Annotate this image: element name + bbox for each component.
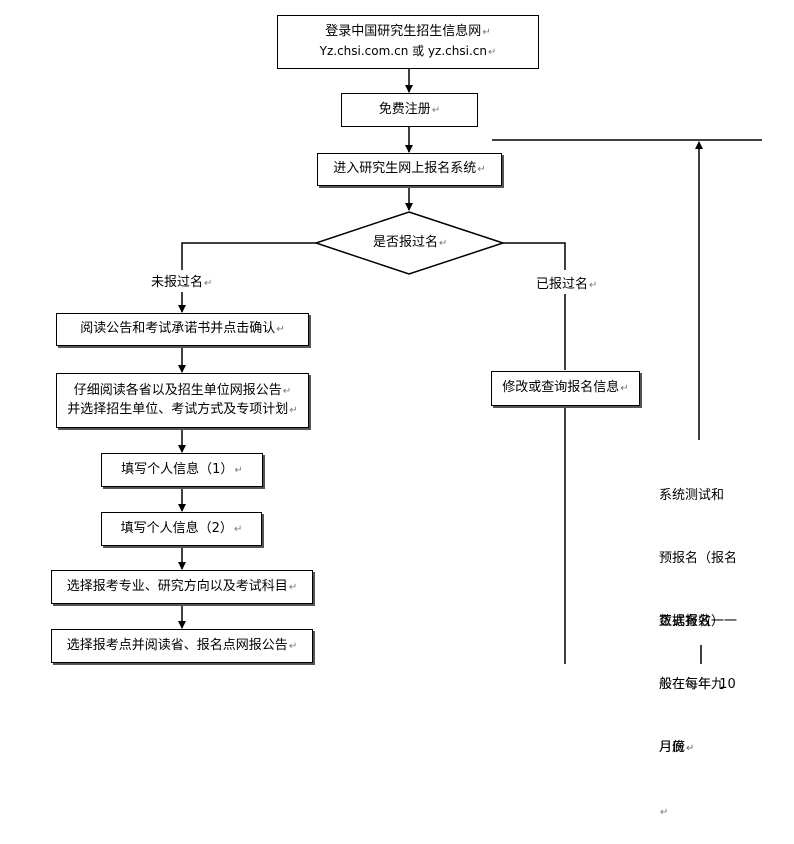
paragraph-mark-icon: ↵ [204,278,213,289]
fill-info-1-box: 填写个人信息（1）↵ [101,453,263,487]
modify-query-box: 修改或查询报名信息↵ [491,371,640,406]
connector-lines [178,69,762,664]
read-announcement-box: 阅读公告和考试承诺书并点击确认↵ [56,313,309,346]
select-unit-box: 仔细阅读各省以及招生单位网报公告↵ 并选择招生单位、考试方式及专项计划↵ [56,373,309,428]
side-note-line: 月份 [659,740,686,755]
side-note-line: 般在每年 10 [659,677,736,692]
paragraph-mark-icon: ↵ [282,385,292,397]
read-announcement-label: 阅读公告和考试承诺书并点击确认 [80,321,276,336]
login-site-title: 登录中国研究生招生信息网 [325,23,482,39]
fill-info-1-label: 填写个人信息（1） [121,461,234,477]
enter-system-box: 进入研究生网上报名系统↵ [317,153,502,186]
side-note-line: 数据有效）一 [659,614,738,629]
paragraph-mark-icon: ↵ [477,164,486,175]
decision-label: 是否报过名↵ [373,234,447,253]
register-box: 免费注册↵ [341,93,478,127]
paragraph-mark-icon: ↵ [660,807,669,818]
paragraph-mark-icon: ↵ [482,26,491,38]
select-site-label: 选择报考点并阅读省、报名点网报公告 [66,637,288,653]
decision-diamond [313,211,506,275]
select-unit-line1: 仔细阅读各省以及招生单位网报公告 [73,382,282,398]
branch-no-label: 未报过名↵ [151,274,212,293]
paragraph-mark-icon: ↵ [288,581,298,593]
branch-yes-label: 已报过名↵ [536,276,597,295]
side-note-line: 预报名（报名 [659,551,738,566]
paragraph-mark-icon: ↵ [276,324,285,335]
paragraph-mark-icon: ↵ [431,104,441,116]
decision-text: 是否报过名 [373,235,439,250]
paragraph-mark-icon: ↵ [289,404,298,416]
login-site-box: 登录中国研究生招生信息网↵ Yz.chsi.com.cn 或 yz.chsi.c… [277,15,539,69]
fill-info-2-box: 填写个人信息（2）↵ [101,512,262,546]
paragraph-mark-icon: ↵ [439,238,448,249]
select-major-box: 选择报考专业、研究方向以及考试科目↵ [51,570,313,604]
paragraph-mark-icon: ↵ [288,640,298,652]
paragraph-mark-icon: ↵ [233,523,243,535]
modify-query-label: 修改或查询报名信息 [502,380,620,395]
select-major-label: 选择报考专业、研究方向以及考试科目 [66,578,288,594]
register-label: 免费注册 [378,101,431,117]
side-note-line: 系统测试和 [659,488,725,503]
select-unit-line2: 并选择招生单位、考试方式及专项计划 [67,401,289,417]
paragraph-mark-icon: ↵ [487,46,497,58]
paragraph-mark-icon: ↵ [234,464,243,476]
paragraph-mark-icon: ↵ [620,383,629,394]
enter-system-label: 进入研究生网上报名系统 [333,161,477,176]
paragraph-mark-icon: ↵ [589,280,598,291]
select-site-box: 选择报考点并阅读省、报名点网报公告↵ [51,629,313,663]
branch-yes-text: 已报过名 [536,277,589,292]
side-note-formal-registration: 正式报名一 般在每年 10 月份↵ [659,569,736,780]
branch-no-text: 未报过名 [151,275,204,290]
login-site-urls: Yz.chsi.com.cn 或 yz.chsi.cn [319,43,487,58]
paragraph-mark-icon: ↵ [686,743,695,754]
fill-info-2-label: 填写个人信息（2） [120,520,233,536]
side-note-line: 正式报名一 [659,614,725,629]
